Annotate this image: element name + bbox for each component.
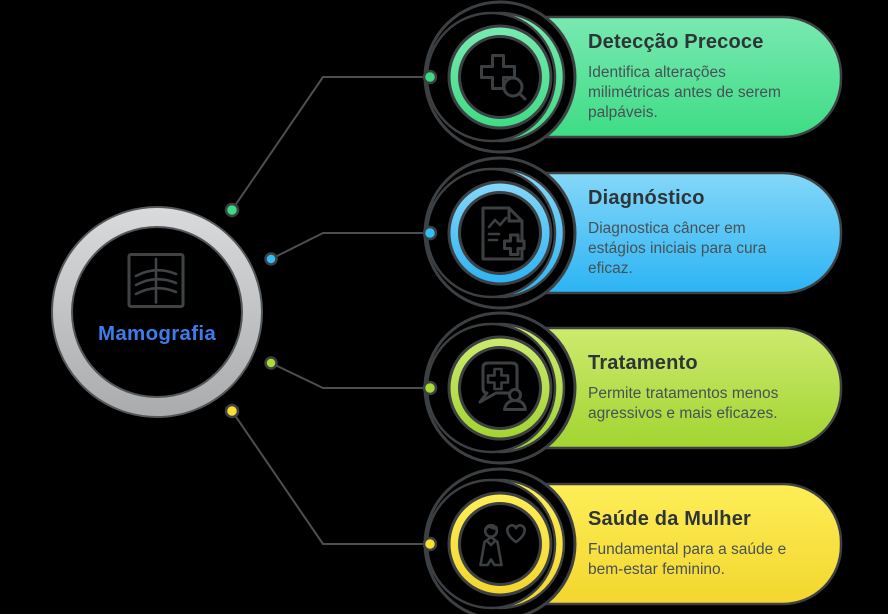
connector-tratamento: [270, 362, 430, 389]
cross-magnifier-icon: [480, 54, 527, 101]
hub-dot-saude-da-mulher: [224, 403, 240, 419]
card-text-saude-da-mulher: Saúde da Mulher Fundamental para a saúde…: [588, 484, 804, 604]
card-title: Detecção Precoce: [588, 31, 764, 53]
hub-circle: [51, 206, 263, 418]
hub-dot-deteccao-precoce: [224, 202, 240, 218]
card-description: Permite tratamentos menos agressivos e m…: [588, 385, 779, 422]
hub-dot-diagnostico: [264, 252, 278, 266]
woman-heart-icon: [479, 523, 526, 567]
card-title: Tratamento: [588, 352, 698, 374]
connector-deteccao-precoce: [231, 76, 430, 211]
hub-dot-tratamento: [264, 356, 278, 370]
medical-report-icon: [481, 206, 526, 261]
card-dot-diagnostico: [422, 225, 438, 241]
ring-deteccao-precoce: [422, 0, 577, 154]
card-description: Fundamental para a saúde e bem-estar fem…: [588, 541, 787, 578]
ring-diagnostico: [422, 156, 577, 310]
doctor-chat-icon: [478, 361, 527, 411]
card-text-diagnostico: Diagnóstico Diagnostica câncer em estági…: [588, 173, 804, 293]
card-description: Identifica alterações milimétricas antes…: [588, 64, 781, 121]
ring-saude-da-mulher: [422, 467, 577, 614]
card-text-deteccao-precoce: Detecção Precoce Identifica alterações m…: [588, 17, 804, 137]
connector-diagnostico: [270, 232, 430, 260]
card-text-tratamento: Tratamento Permite tratamentos menos agr…: [588, 328, 804, 448]
card-title: Saúde da Mulher: [588, 508, 752, 530]
card-dot-saude-da-mulher: [422, 536, 438, 552]
card-title: Diagnóstico: [588, 187, 705, 209]
mammogram-icon: [127, 253, 185, 308]
card-description: Diagnostica câncer em estágios iniciais …: [588, 220, 767, 277]
hub-label: Mamografia: [97, 322, 217, 345]
connector-saude-da-mulher: [231, 410, 430, 545]
card-dot-tratamento: [422, 380, 438, 396]
ring-tratamento: [422, 311, 577, 465]
card-dot-deteccao-precoce: [422, 69, 438, 85]
